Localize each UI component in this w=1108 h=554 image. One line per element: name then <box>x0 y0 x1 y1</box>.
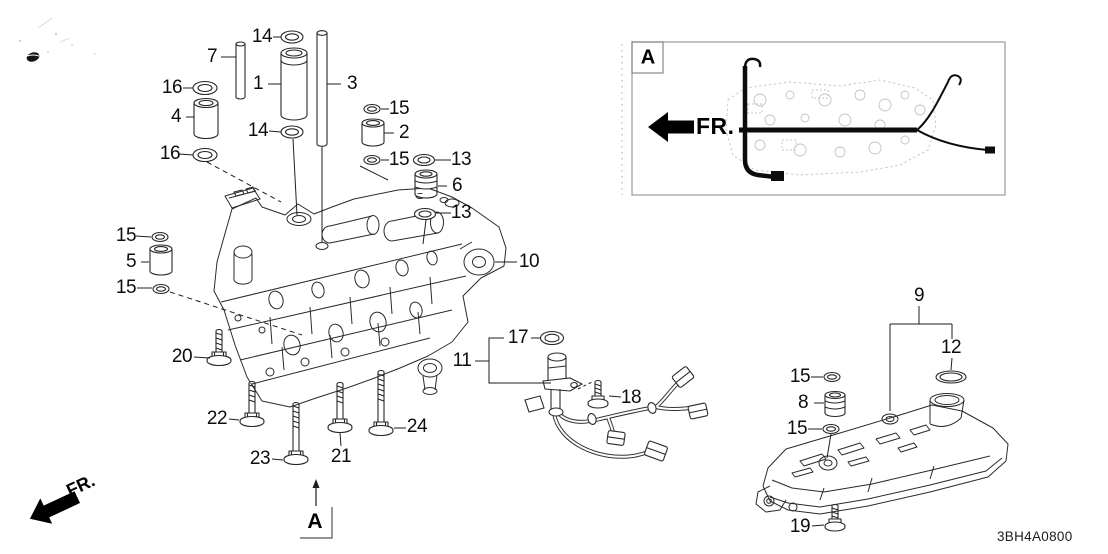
callout-15: 15 <box>388 149 410 170</box>
part-15-washer <box>822 423 840 435</box>
bolts <box>206 328 846 532</box>
callout-15: 15 <box>388 98 410 119</box>
part-15-washer <box>363 154 381 166</box>
detail-view-a <box>621 41 1006 196</box>
part-6-accumulator <box>414 169 438 199</box>
part-16-o-ring <box>192 80 218 96</box>
fr-arrow-left-icon <box>648 112 694 142</box>
harness-sensor <box>542 352 584 417</box>
callout-9: 9 <box>913 285 925 306</box>
callout-14: 14 <box>251 26 273 47</box>
callout-5: 5 <box>125 251 137 272</box>
callout-17: 17 <box>507 327 529 348</box>
fr-arrow-bottom-left-icon <box>29 491 81 524</box>
part-16-o-ring <box>192 147 218 163</box>
part-13-o-ring <box>413 207 437 221</box>
part-4-valve-sleeve <box>193 97 219 140</box>
callout-6: 6 <box>451 175 463 196</box>
callout-1: 1 <box>252 73 264 94</box>
callout-16: 16 <box>159 143 181 164</box>
callout-2: 2 <box>398 122 410 143</box>
harness-clip <box>587 413 597 425</box>
detail-reference-a <box>300 479 333 539</box>
callout-15: 15 <box>789 366 811 387</box>
part-2-valve-sleeve <box>361 118 385 147</box>
callout-7: 7 <box>206 46 218 67</box>
drawing-number: 3BH4A0800 <box>997 529 1073 544</box>
part-24-bolt <box>368 369 394 437</box>
detail-reference-label: A <box>307 510 323 533</box>
callout-10: 10 <box>518 251 540 272</box>
part-15-washer <box>151 231 169 243</box>
callout-23: 23 <box>249 448 271 469</box>
part-7-pin <box>235 41 246 100</box>
callout-15: 15 <box>786 418 808 439</box>
part-13-o-ring <box>412 153 436 167</box>
part-19-bolt <box>824 503 846 532</box>
callout-14: 14 <box>247 120 269 141</box>
part-3-shaft <box>316 30 328 147</box>
callout-20: 20 <box>171 346 193 367</box>
callout-8: 8 <box>797 392 809 413</box>
callout-3: 3 <box>346 73 358 94</box>
callout-12: 12 <box>940 337 962 358</box>
part-15-washer <box>152 283 170 295</box>
leader-lines <box>135 36 953 527</box>
callout-13: 13 <box>450 202 472 223</box>
part-18-bolt <box>587 379 609 409</box>
callout-21: 21 <box>330 446 352 467</box>
up-arrow-icon <box>312 479 320 488</box>
part-21-bolt <box>327 381 353 434</box>
harness-clip <box>647 402 657 414</box>
inset-marker-box <box>631 41 664 74</box>
harness-drawing <box>524 352 709 462</box>
fr-label-inset: FR. <box>696 113 735 139</box>
harness-connector <box>644 440 668 462</box>
part-15-washer <box>823 371 841 383</box>
harness-connector <box>606 430 626 446</box>
strainer-drawing <box>755 393 1009 515</box>
callout-15: 15 <box>115 225 137 246</box>
harness-connector <box>671 366 695 388</box>
part-17-o-ring <box>539 330 565 346</box>
detail-view-marker-label: A <box>640 46 656 69</box>
callout-11: 11 <box>452 350 472 371</box>
callout-4: 4 <box>170 106 182 127</box>
inset-harness-drawing <box>739 57 995 181</box>
part-14-o-ring <box>280 30 304 44</box>
part-22-bolt <box>239 380 265 428</box>
part-5-valve-sleeve <box>149 244 173 276</box>
part-12-o-ring <box>935 370 967 384</box>
part-8-accumulator <box>824 390 846 418</box>
callout-24: 24 <box>406 416 428 437</box>
harness-connector <box>687 402 709 420</box>
part-1-valve-sleeve <box>280 47 308 121</box>
part-14-o-ring <box>280 125 304 139</box>
callout-19: 19 <box>789 516 811 537</box>
part-20-bolt <box>206 328 232 367</box>
callout-22: 22 <box>206 408 228 429</box>
valve-body-drawing <box>213 186 507 408</box>
small-parts <box>149 30 967 435</box>
callout-18: 18 <box>620 387 642 408</box>
inset-border <box>631 41 1006 196</box>
part-15-washer <box>363 103 381 115</box>
print-smudge <box>19 17 96 62</box>
part-23-bolt <box>283 401 309 466</box>
harness-stay <box>524 395 545 413</box>
callout-13: 13 <box>450 149 472 170</box>
callout-15: 15 <box>115 277 137 298</box>
callout-16: 16 <box>161 77 183 98</box>
